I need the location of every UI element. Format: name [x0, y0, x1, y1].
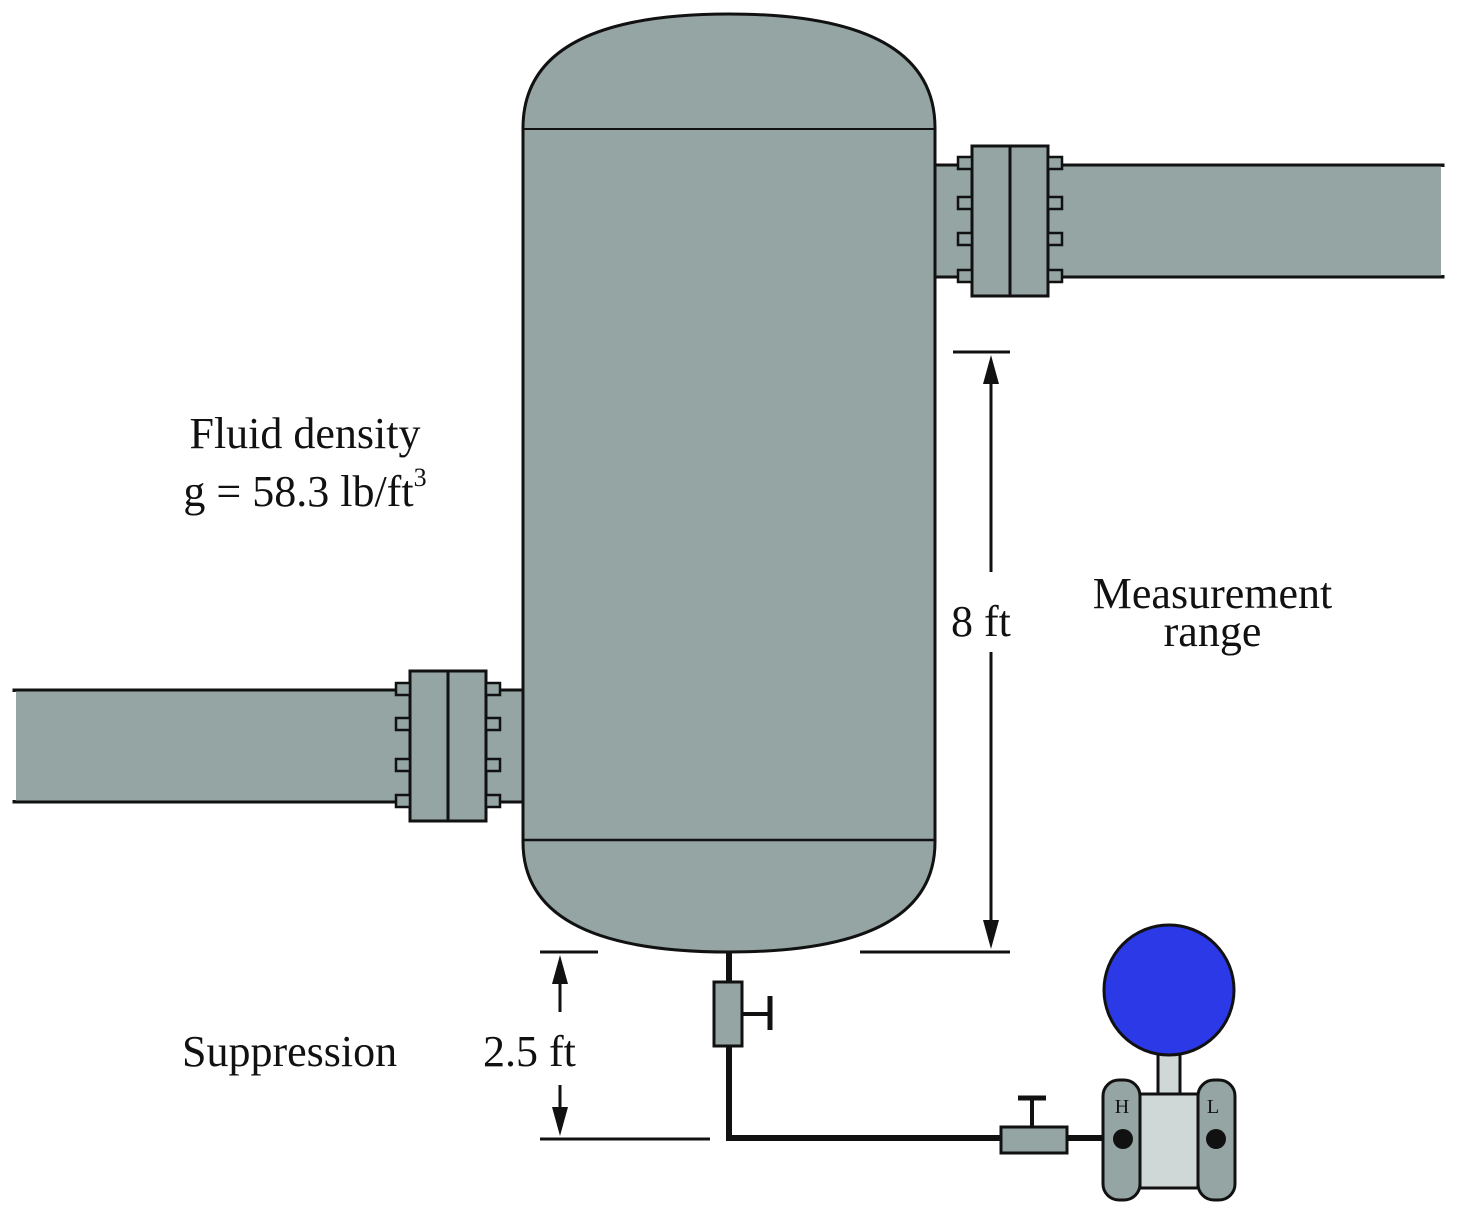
transmitter-body: [1138, 1092, 1200, 1190]
density-value: g = 58.3 lb/ft3: [150, 465, 460, 516]
range-arrow-down: [983, 920, 999, 949]
vessel-body: [521, 12, 937, 954]
lower-flange-bolts-left: [394, 681, 412, 809]
suppression-dimension: [540, 950, 710, 1141]
high-port: [1113, 1129, 1133, 1149]
density-value-text: g = 58.3 lb/ft: [183, 467, 414, 516]
transmitter-neck: [1156, 1050, 1182, 1096]
low-port-label: L: [1207, 1096, 1219, 1118]
suppression-arrow-down: [552, 1107, 568, 1136]
upper-pipe-flange: [956, 144, 1064, 298]
density-title: Fluid density: [189, 409, 421, 458]
high-port-label: H: [1115, 1096, 1129, 1118]
lower-flange-bolts-right: [484, 681, 502, 809]
dp-transmitter[interactable]: H L: [1101, 923, 1237, 1202]
transmitter-head: [1102, 923, 1236, 1057]
upper-flange-bolts-left: [956, 155, 974, 284]
upper-outlet-pipe: [933, 144, 1445, 298]
range-label-line2: range: [1163, 607, 1262, 656]
upper-flange-bolts-right: [1046, 155, 1064, 284]
measurement-range-dimension: [860, 350, 1010, 954]
lower-inlet-pipe: [12, 669, 527, 823]
range-label-line1: Measurement: [1092, 569, 1333, 618]
root-valve[interactable]: [712, 980, 773, 1048]
upper-pipe-stub: [933, 163, 977, 279]
suppression-arrow-up: [552, 955, 568, 984]
lower-pipe-stub: [483, 688, 527, 804]
vessel: [521, 12, 937, 954]
upper-pipe: [1046, 163, 1445, 279]
suppression-value: 2.5 ft: [483, 1027, 576, 1076]
suppression-title: Suppression: [182, 1027, 398, 1076]
impulse-line: [726, 952, 1110, 1141]
range-value: 8 ft: [951, 597, 1011, 646]
lower-pipe: [12, 688, 412, 804]
low-port: [1206, 1129, 1226, 1149]
density-exponent: 3: [413, 463, 427, 492]
block-valve[interactable]: [999, 1095, 1069, 1155]
range-arrow-up: [983, 355, 999, 384]
lower-pipe-flange: [394, 669, 502, 823]
